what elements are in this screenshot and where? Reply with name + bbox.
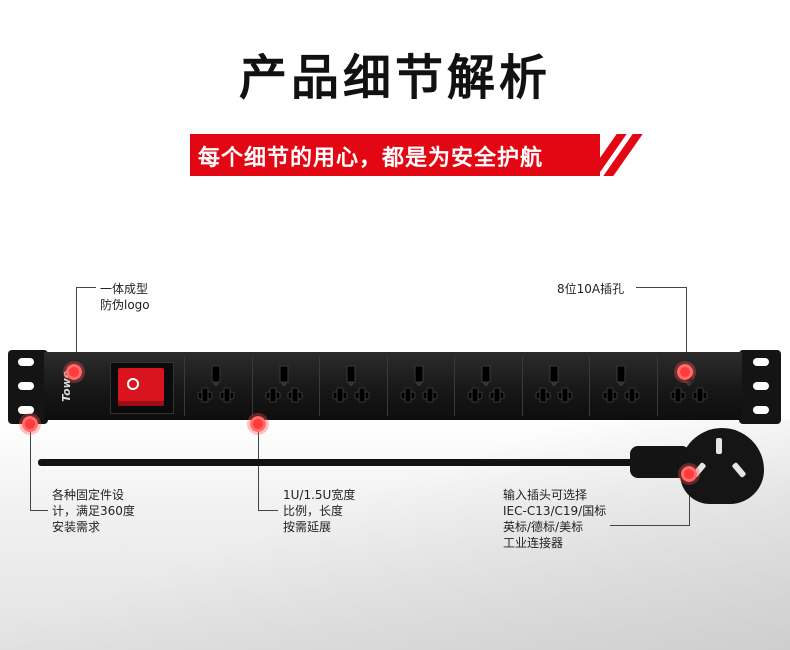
leader-plug-h <box>610 525 690 526</box>
callout-logo: 一体成型防伪logo <box>100 282 150 312</box>
outlet-divider <box>319 356 320 416</box>
outlet-socket <box>530 360 578 410</box>
callout-width: 1U/1.5U宽度比例，长度按需延展 <box>283 488 356 534</box>
power-switch[interactable] <box>118 368 164 406</box>
marker-width <box>250 416 266 432</box>
mount-ear-right <box>739 350 781 424</box>
mount-ear-left <box>8 350 48 424</box>
leader-mount-h <box>30 510 48 511</box>
leader-logo-h <box>76 287 96 288</box>
leader-outlets-v <box>686 287 687 371</box>
switch-off-mark <box>127 378 139 390</box>
outlet-divider <box>386 356 388 416</box>
leader-mount-v <box>30 424 31 510</box>
outlet-socket <box>597 360 645 410</box>
marker-outlets <box>677 364 693 380</box>
leader-width-h <box>258 510 278 511</box>
marker-plug <box>681 466 697 482</box>
outlet-divider <box>454 356 455 416</box>
callout-mount: 各种固定件设计，满足360度安装需求 <box>52 488 135 534</box>
page-title: 产品细节解析 <box>238 50 551 106</box>
outlet-divider <box>521 356 523 416</box>
banner <box>190 134 600 176</box>
leader-outlets-h <box>636 287 686 288</box>
outlet-socket <box>462 360 510 410</box>
leader-width-v <box>258 424 259 510</box>
outlet-socket <box>395 360 443 410</box>
leader-plug-v <box>689 476 690 525</box>
outlet-socket <box>327 360 375 410</box>
outlet-socket <box>260 360 308 410</box>
outlet-divider <box>184 356 185 416</box>
marker-mount <box>22 416 38 432</box>
outlet-socket <box>192 360 240 410</box>
outlet-divider <box>251 356 253 416</box>
marker-logo <box>66 364 82 380</box>
callout-outlets: 8位10A插孔 <box>557 282 625 296</box>
outlet-divider <box>656 356 658 416</box>
power-plug <box>680 428 764 504</box>
outlet-divider <box>589 356 590 416</box>
leader-logo-v <box>76 287 77 371</box>
power-cable <box>38 459 638 466</box>
banner-text: 每个细节的用心，都是为安全护航 <box>198 146 544 171</box>
